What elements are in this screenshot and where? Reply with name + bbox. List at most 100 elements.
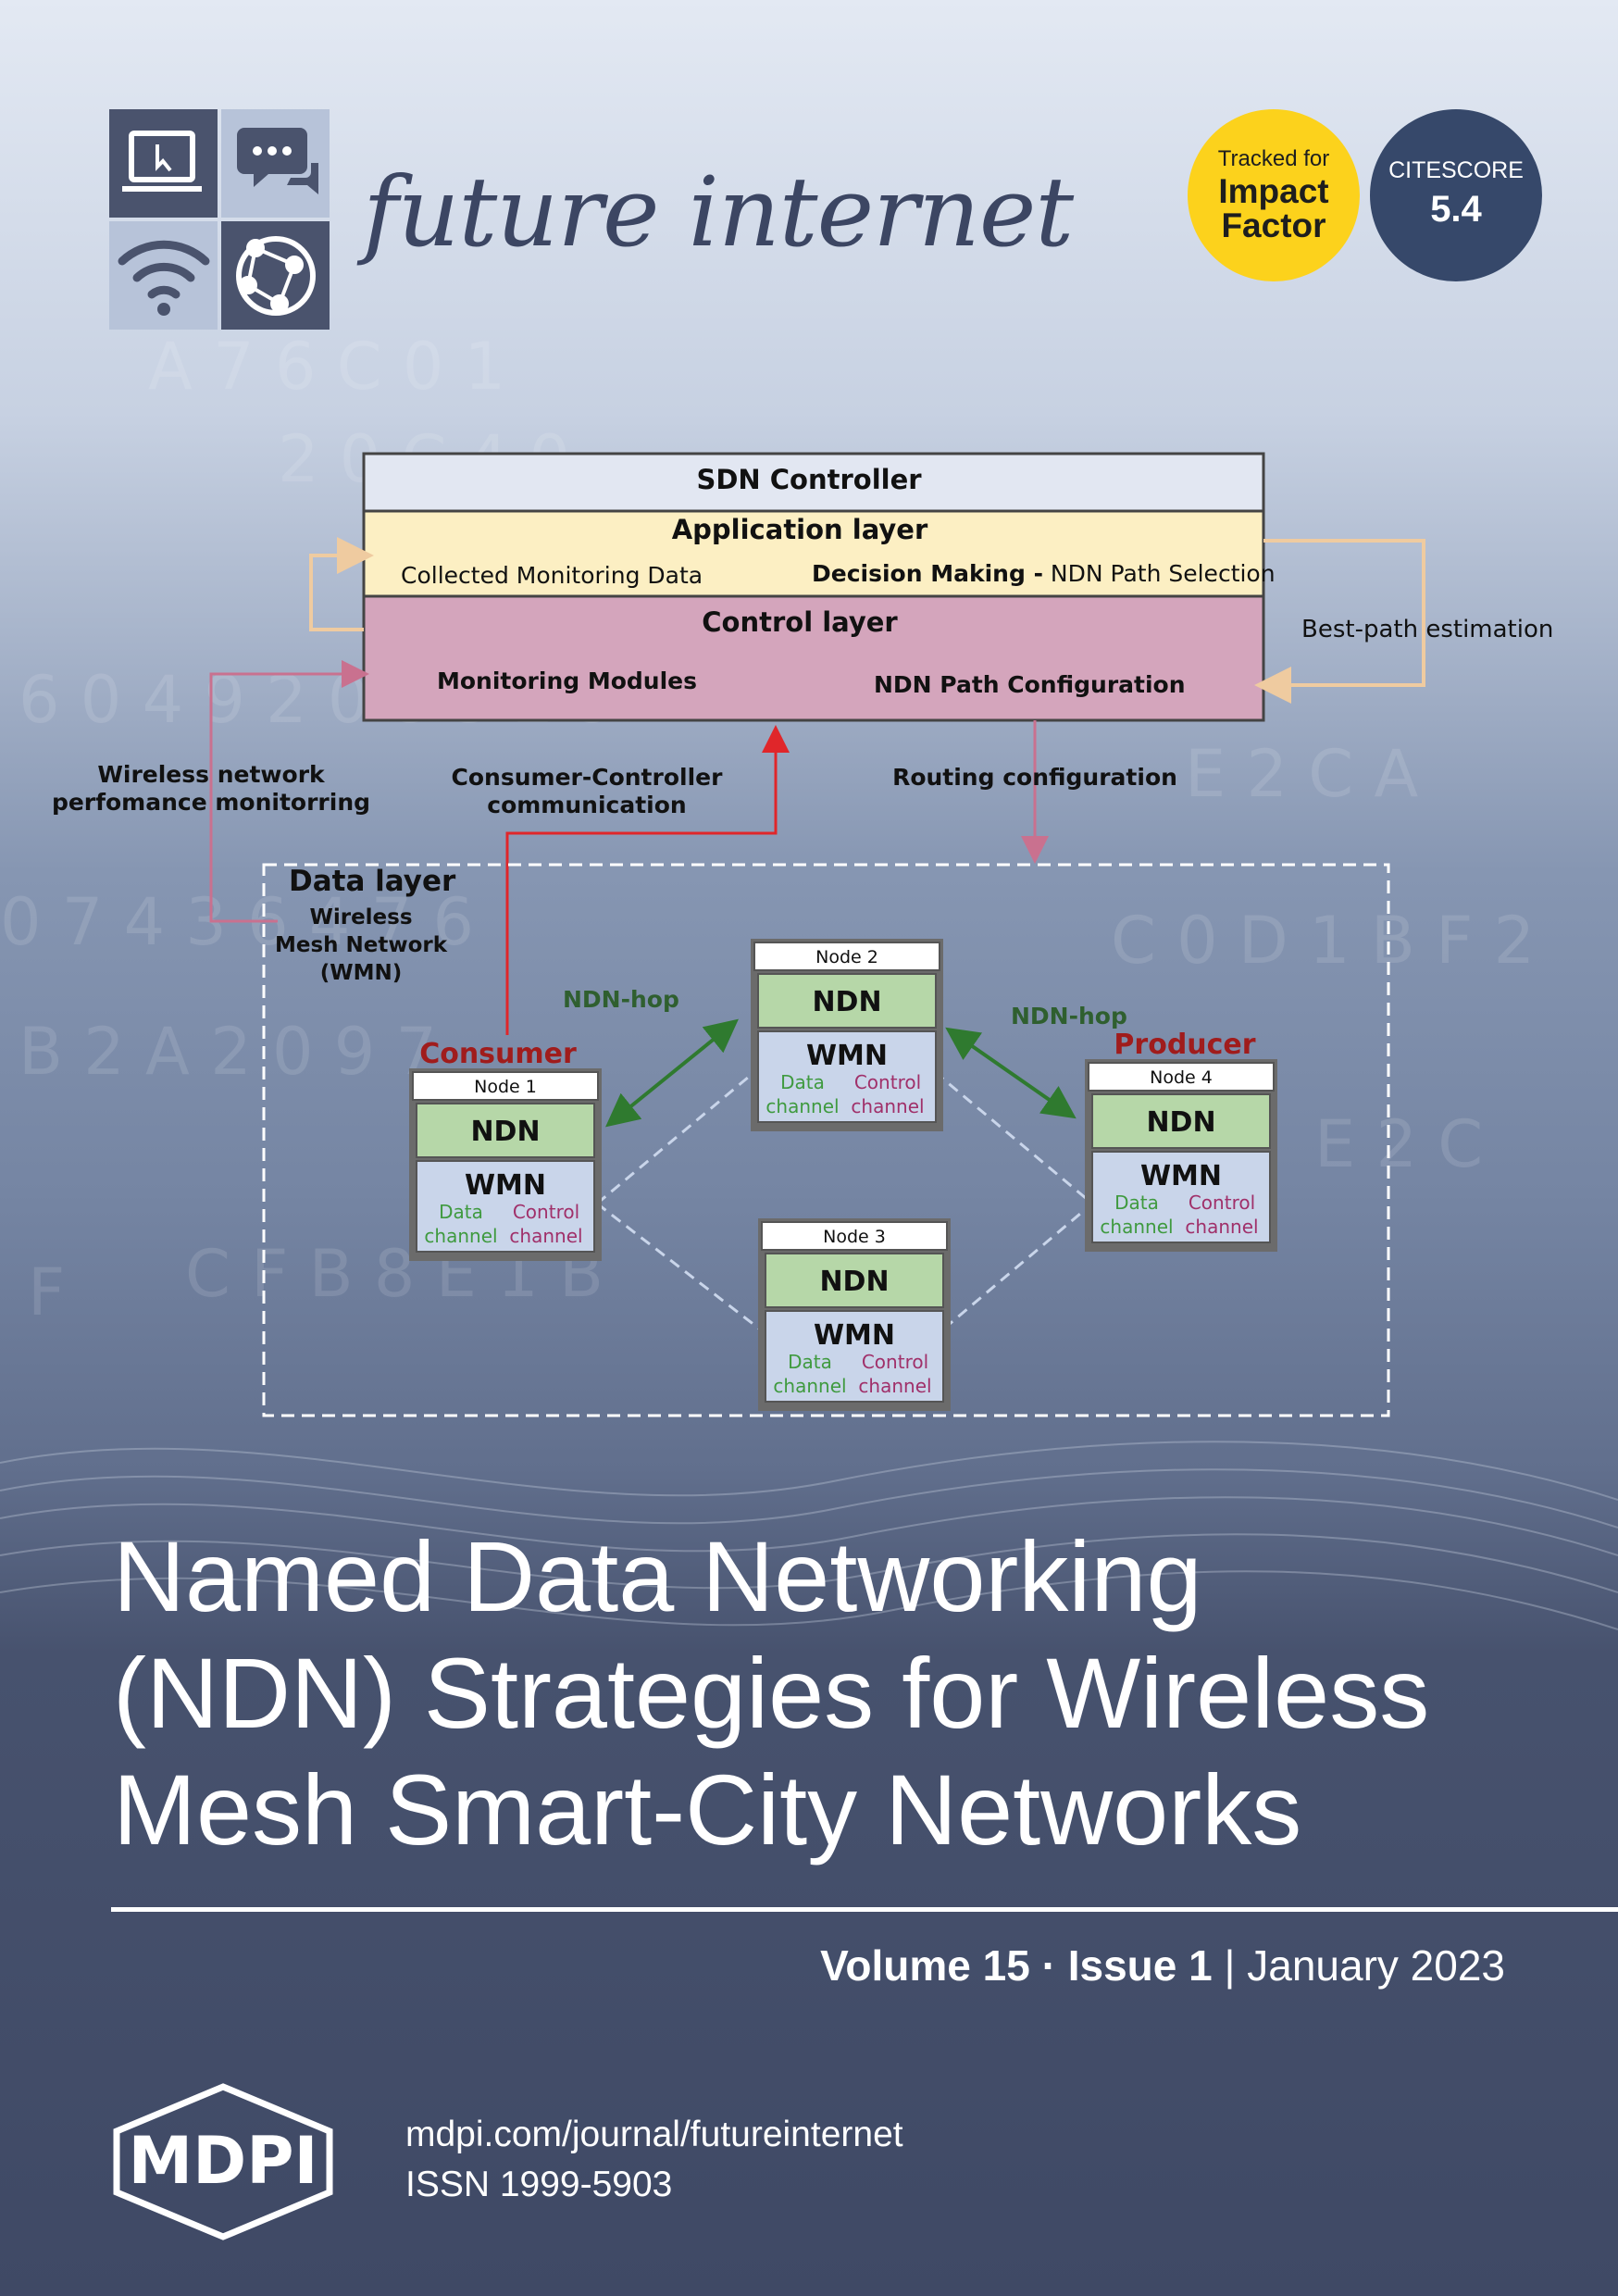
node-1-header: [412, 1071, 599, 1101]
svg-text:E 2 C: E 2 C: [1314, 1106, 1483, 1182]
node-1-control-channel-label: channel: [509, 1225, 582, 1247]
node-3-ndn-box: [765, 1253, 944, 1308]
monitoring-modules-label: Monitoring Modules: [437, 668, 697, 694]
node-4-data-channel-label: channel: [1100, 1216, 1173, 1238]
node-4-wmn-label: WMN: [1140, 1160, 1222, 1192]
svg-text:B 2 A 2 0 9 7: B 2 A 2 0 9 7: [19, 1014, 437, 1090]
node-2-ndn-box: [757, 973, 937, 1029]
article-title: Named Data Networking (NDN) Strategies f…: [113, 1518, 1557, 1868]
impact-badge-line1: Tracked for: [1217, 146, 1330, 171]
ndn-path-config-label: NDN Path Configuration: [874, 671, 1186, 698]
best-path-label: Best-path estimation: [1301, 616, 1553, 643]
node-3-data-label: Data: [788, 1351, 832, 1373]
producer-label: Producer: [1114, 1029, 1255, 1061]
impact-word: Impact: [1218, 172, 1329, 210]
citescore-label: CITESCORE: [1388, 157, 1524, 183]
control-layer-label: Control layer: [702, 606, 898, 638]
node-4-header: [1088, 1062, 1275, 1092]
background-waves: [0, 1441, 1618, 1630]
ndn-hop-label-right: NDN-hop: [1011, 1003, 1127, 1029]
node-4-wmn-box: [1091, 1151, 1271, 1243]
wireless-perf-label-1: Wireless network: [97, 761, 326, 788]
ndn-hop-label-left: NDN-hop: [563, 986, 679, 1013]
chat-icon: [237, 128, 318, 194]
node-2-header: [753, 942, 940, 971]
node-1-wmn-label: WMN: [465, 1169, 546, 1202]
data-layer-box: [262, 863, 1390, 1417]
app-feedback-arrow: [309, 537, 374, 631]
node-2-wmn-box: [757, 1030, 937, 1123]
article-title-line3: Mesh Smart-City Networks: [113, 1753, 1302, 1866]
impact-factor-badge: Tracked for Impact Factor: [1188, 109, 1360, 281]
mdpi-wordmark: MDPI: [128, 2123, 317, 2199]
node-4-label: Node 4: [1150, 1067, 1213, 1088]
factor-word: Factor: [1221, 206, 1326, 244]
title-divider: [111, 1907, 1618, 1912]
citescore-value: 5.4: [1430, 189, 1482, 230]
issn: ISSN 1999-5903: [405, 2165, 673, 2204]
node-4-control-channel-label: channel: [1185, 1216, 1258, 1238]
node-1-label: Node 1: [474, 1077, 537, 1097]
wireless-perf-label-2: perfomance monitorring: [52, 789, 370, 816]
application-layer-box: [362, 509, 1265, 598]
date-divider: |: [1212, 1941, 1248, 1990]
laptop-icon: [122, 131, 202, 192]
node-2-label: Node 2: [815, 947, 878, 967]
sdn-controller-header: [362, 452, 1265, 513]
globe-network-icon: [236, 236, 316, 316]
article-title-line2: (NDN) Strategies for Wireless: [113, 1637, 1430, 1749]
consumer-label: Consumer: [419, 1038, 577, 1070]
journal-url[interactable]: mdpi.com/journal/futureinternet: [405, 2115, 903, 2154]
node-2-wmn-label: WMN: [806, 1040, 888, 1072]
node-2-control-channel-label: channel: [851, 1095, 924, 1117]
wifi-icon: [118, 240, 210, 316]
svg-text:E 2 C A: E 2 C A: [1185, 736, 1418, 812]
node-3-ndn-label: NDN: [819, 1266, 889, 1298]
node-2-data-channel-label: channel: [765, 1095, 839, 1117]
best-path-arrow: [1254, 539, 1425, 704]
node-4-data-label: Data: [1114, 1192, 1159, 1214]
sdn-controller-label: SDN Controller: [696, 464, 922, 495]
issue-separator: ·: [1029, 1941, 1068, 1990]
data-layer-label: Data layer: [289, 865, 456, 898]
node-1-ndn-box: [416, 1103, 595, 1158]
node-3-wmn-box: [765, 1310, 944, 1403]
node-2-control-label: Control: [854, 1071, 921, 1093]
issue-date: January 2023: [1247, 1941, 1505, 1990]
node-2-ndn-label: NDN: [812, 986, 881, 1018]
mdpi-hexagon: [113, 2083, 333, 2240]
ndn-hop-arrow-right: [945, 1027, 1077, 1119]
wmn-label-2: Mesh Network: [275, 933, 448, 957]
node-3-control-label: Control: [862, 1351, 928, 1373]
node-3-label: Node 3: [823, 1227, 886, 1247]
collected-monitoring-label: Collected Monitoring Data: [401, 562, 703, 589]
impact-badge-line2: Impact Factor: [1188, 174, 1360, 243]
decision-making-label: Decision Making - NDN Path Selection: [812, 560, 1276, 587]
node-1-ndn-label: NDN: [470, 1116, 540, 1148]
sdn-ndn-architecture-diagram: SDN Controller Application layer Collect…: [51, 452, 1554, 1417]
journal-logo: [109, 109, 330, 330]
volume-number: Volume 15: [820, 1941, 1030, 1990]
wmn-label-1: Wireless: [309, 905, 412, 930]
journal-name: future internet: [363, 156, 1074, 268]
article-title-line1: Named Data Networking: [113, 1520, 1202, 1632]
consumer-controller-arrow: [505, 725, 790, 1035]
node-1-data-channel-label: channel: [424, 1225, 497, 1247]
issue-number: Issue 1: [1067, 1941, 1213, 1990]
node-3-header: [761, 1221, 948, 1251]
node-1-control-label: Control: [513, 1201, 579, 1223]
mdpi-logo: MDPI: [113, 2083, 333, 2240]
ndn-hop-arrow-left: [605, 1018, 739, 1128]
node-1-data-label: Data: [439, 1201, 483, 1223]
svg-text:F: F: [28, 1254, 65, 1330]
citescore-badge: CITESCORE 5.4: [1370, 109, 1542, 281]
consumer-controller-label-1: Consumer-Controller: [452, 764, 724, 791]
consumer-controller-label-2: communication: [487, 792, 686, 818]
node-3-data-channel-label: channel: [773, 1375, 846, 1397]
performance-monitoring-arrow: [209, 660, 369, 923]
node-4-ndn-box: [1091, 1093, 1271, 1149]
svg-text:A 7 6 C 0 1: A 7 6 C 0 1: [148, 329, 505, 405]
svg-text:C 0 D 1 B F 2: C 0 D 1 B F 2: [1111, 903, 1535, 979]
application-layer-label: Application layer: [672, 514, 928, 545]
routing-config-label: Routing configuration: [892, 764, 1177, 791]
